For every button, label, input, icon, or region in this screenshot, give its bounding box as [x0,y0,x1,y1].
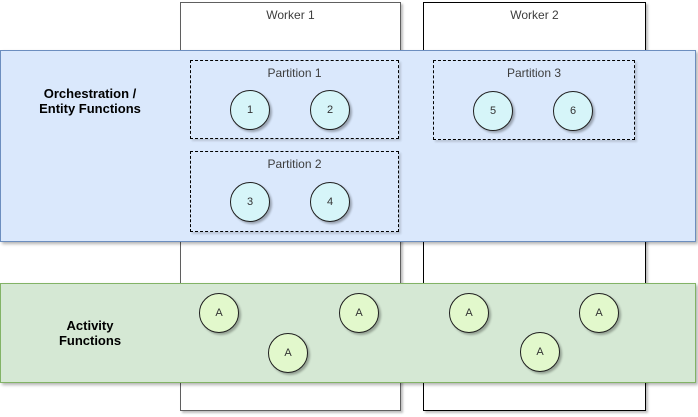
partition-1-circle-1: 1 [230,90,270,130]
partition-3-label: Partition 3 [506,66,562,80]
activity-circle-3: A [339,293,379,333]
activity-circle-4: A [449,293,489,333]
activity-circle-2: A [268,333,308,373]
partition-2-box: Partition 2 [190,151,399,232]
partition-2-circle-3: 3 [230,182,270,222]
activity-band-label-line1: Activity [66,318,114,333]
activity-circle-1: A [199,293,239,333]
partition-2-circle-4: 4 [310,182,350,222]
worker-1-label: Worker 1 [266,8,315,22]
partition-1-label: Partition 1 [267,66,322,80]
partition-3-circle-5: 5 [473,91,513,131]
activity-circle-5: A [520,332,560,372]
partition-2-label: Partition 2 [267,157,322,171]
activity-band-label-line2: Functions [58,333,122,348]
orchestration-band-label-line2: Entity Functions [39,101,141,116]
partition-3-circle-6: 6 [553,91,593,131]
partition-1-circle-2: 2 [310,90,350,130]
partition-3-box: Partition 3 [433,60,635,140]
orchestration-band-label: Orchestration / Entity Functions [0,86,180,116]
partition-1-box: Partition 1 [190,60,399,139]
activity-band-label: Activity Functions [0,318,180,348]
orchestration-band-label-line1: Orchestration / [43,86,137,101]
activity-circle-6: A [579,293,619,333]
worker-2-label: Worker 2 [510,8,559,22]
